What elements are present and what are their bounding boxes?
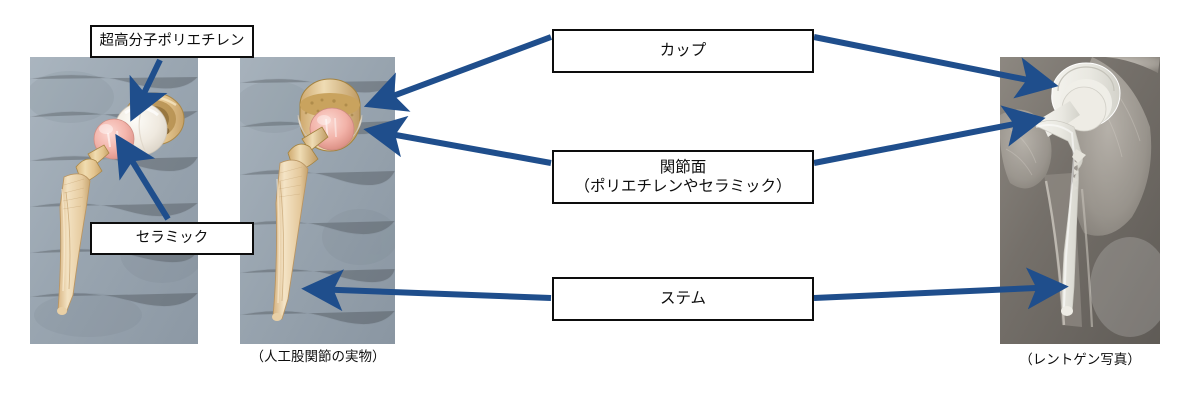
callout-bearing-label-line1: 関節面 xyxy=(659,158,707,176)
callout-ceramic-label: セラミック xyxy=(135,230,209,247)
xray-stem xyxy=(1033,86,1107,316)
hip-xray-photo xyxy=(1000,57,1160,344)
femoral-stem xyxy=(57,144,110,315)
callout-stem[interactable]: ステム xyxy=(552,277,814,321)
callout-ceramic[interactable]: セラミック xyxy=(90,222,254,255)
caption-middle-photo: （人工股関節の実物） xyxy=(250,349,386,364)
arrow-cup-to-middle xyxy=(363,34,553,112)
assembled-hip-implant-photo xyxy=(240,57,395,344)
middle-photo-svg xyxy=(240,57,395,344)
femoral-stem-assembled xyxy=(272,126,329,321)
disassembled-hip-implant-photo xyxy=(30,57,198,344)
callout-polyethylene-label: 超高分子ポリエチレン xyxy=(99,33,245,50)
caption-right-photo: （レントゲン写真） xyxy=(1019,352,1141,367)
xray-svg xyxy=(1000,57,1160,344)
arrow-bearing-to-middle xyxy=(363,115,552,166)
callout-polyethylene[interactable]: 超高分子ポリエチレン xyxy=(90,25,254,58)
callout-bearing-label-line2: （ポリエチレンやセラミック） xyxy=(574,178,792,195)
callout-bearing[interactable]: 関節面 （ポリエチレンやセラミック） xyxy=(552,150,814,204)
callout-stem-label: ステム xyxy=(659,290,707,308)
callout-cup-label: カップ xyxy=(659,42,707,60)
callout-cup[interactable]: カップ xyxy=(552,29,814,73)
left-photo-svg xyxy=(30,57,198,344)
